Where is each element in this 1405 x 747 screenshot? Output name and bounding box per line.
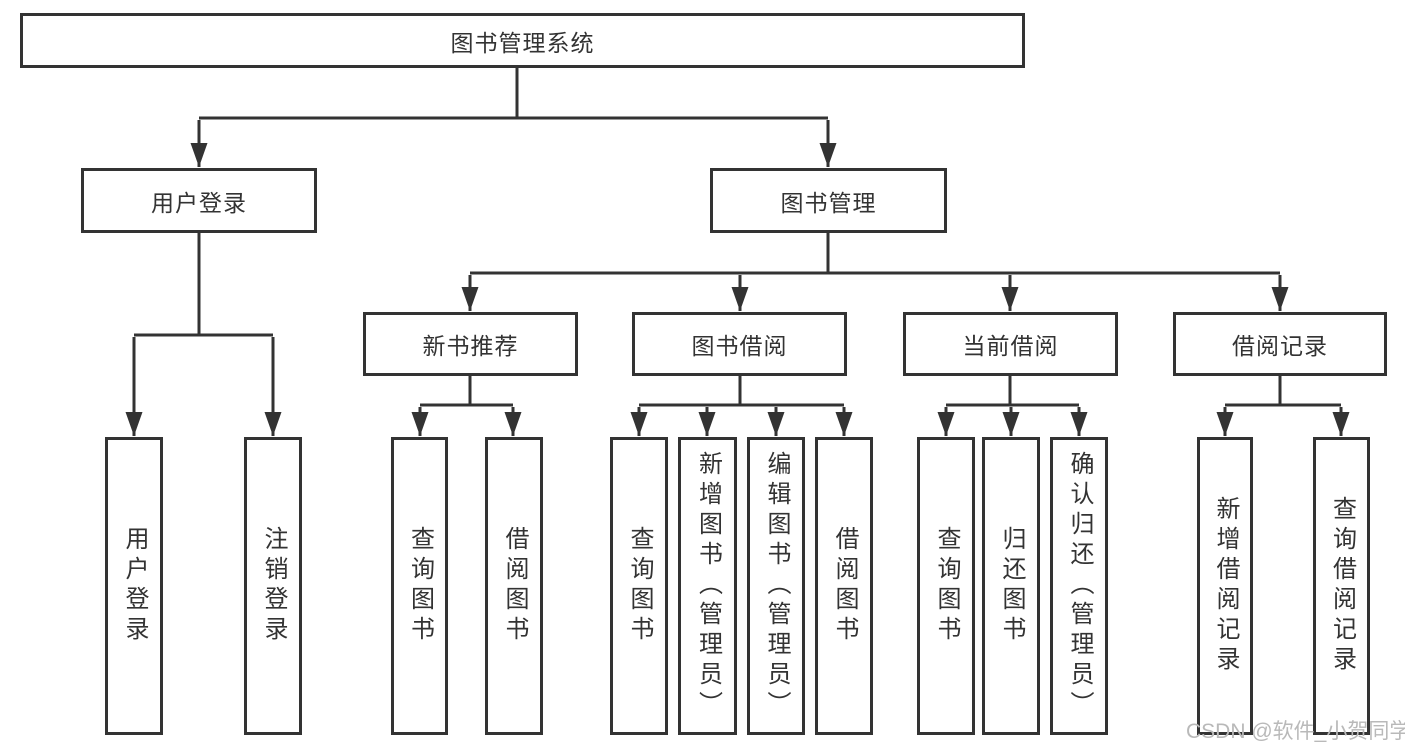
node-label: 借阅记录: [1232, 333, 1328, 359]
node-label: 图书管理系统: [450, 29, 595, 56]
node-book-management: 图书管理: [710, 168, 947, 233]
node-label: 查询图书: [406, 526, 434, 646]
leaf-query-borrow-record: 查询借阅记录: [1313, 437, 1370, 735]
node-current-borrowing: 当前借阅: [903, 312, 1118, 376]
node-label: 编辑图书（管理员）: [763, 451, 790, 721]
node-label: 查询图书: [933, 526, 960, 646]
leaf-edit-books-admin: 编辑图书（管理员）: [747, 437, 805, 735]
leaf-add-books-admin: 新增图书（管理员）: [678, 437, 737, 735]
node-label: 新增借阅记录: [1212, 496, 1239, 676]
csdn-watermark: CSDN @软件_小贺同学: [1186, 720, 1405, 743]
leaf-query-books-borrowing: 查询图书: [610, 437, 668, 735]
node-label: 新增图书（管理员）: [694, 451, 722, 721]
node-book-borrowing: 图书借阅: [632, 312, 847, 376]
leaf-logout-login: 注销登录: [244, 437, 302, 735]
node-label: 借阅图书: [831, 526, 858, 646]
node-user-login: 用户登录: [81, 168, 317, 233]
leaf-query-books-current: 查询图书: [917, 437, 975, 735]
node-label: 用户登录: [121, 526, 148, 646]
node-label: 查询借阅记录: [1328, 496, 1356, 676]
node-label: 用户登录: [151, 189, 247, 216]
node-label: 注销登录: [260, 526, 287, 646]
node-label: 确认归还（管理员）: [1066, 451, 1093, 721]
node-borrowing-records: 借阅记录: [1173, 312, 1387, 376]
leaf-user-login: 用户登录: [105, 437, 163, 735]
node-new-book-recommendation: 新书推荐: [363, 312, 578, 376]
node-label: 借阅图书: [501, 526, 528, 646]
node-label: 图书管理: [780, 189, 877, 216]
node-label: 图书借阅: [691, 333, 788, 359]
node-label: 当前借阅: [962, 333, 1059, 359]
leaf-confirm-return-admin: 确认归还（管理员）: [1050, 437, 1108, 735]
leaf-return-books: 归还图书: [982, 437, 1040, 735]
leaf-borrow-books-recommend: 借阅图书: [485, 437, 543, 735]
leaf-borrow-books-borrowing: 借阅图书: [815, 437, 873, 735]
node-label: 归还图书: [998, 526, 1025, 646]
node-label: 新书推荐: [422, 333, 519, 359]
node-label: 查询图书: [626, 526, 653, 646]
node-library-management-system: 图书管理系统: [20, 13, 1025, 68]
leaf-query-books-recommend: 查询图书: [391, 437, 448, 735]
leaf-add-borrow-record: 新增借阅记录: [1197, 437, 1253, 735]
